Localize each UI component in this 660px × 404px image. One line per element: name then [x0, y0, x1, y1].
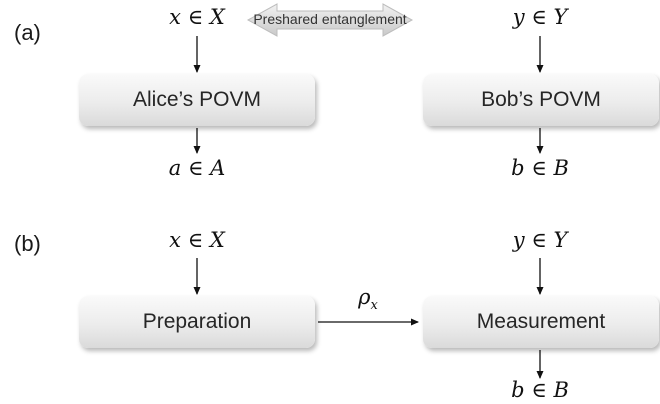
- bob-output-label: b ∈ B: [511, 156, 569, 180]
- preparation-box: Preparation: [79, 296, 315, 348]
- bob-povm-label: Bob’s POVM: [481, 88, 601, 111]
- panel-b-label: (b): [14, 231, 41, 256]
- bob-input-label: y ∈ Y: [512, 5, 568, 29]
- panel-a-label: (a): [14, 20, 41, 45]
- entanglement-label: Preshared entanglement: [253, 11, 407, 27]
- measurement-label: Measurement: [476, 310, 606, 333]
- meas-input-label: y ∈ Y: [512, 228, 568, 252]
- state-symbol: ρ: [358, 285, 371, 309]
- alice-povm-label: Alice’s POVM: [133, 88, 261, 111]
- preparation-label: Preparation: [142, 310, 252, 333]
- alice-povm-box: Alice’s POVM: [79, 74, 315, 126]
- prep-input-label: x ∈ X: [169, 228, 225, 252]
- alice-input-label: x ∈ X: [169, 5, 225, 29]
- measurement-box: Measurement: [423, 296, 659, 348]
- alice-output-label: a ∈ A: [168, 156, 226, 180]
- state-label: ρx: [358, 285, 378, 314]
- state-subscript: x: [370, 298, 378, 314]
- entanglement-double-arrow: [246, 3, 414, 37]
- meas-output-label: b ∈ B: [511, 378, 569, 402]
- bob-povm-box: Bob’s POVM: [423, 74, 659, 126]
